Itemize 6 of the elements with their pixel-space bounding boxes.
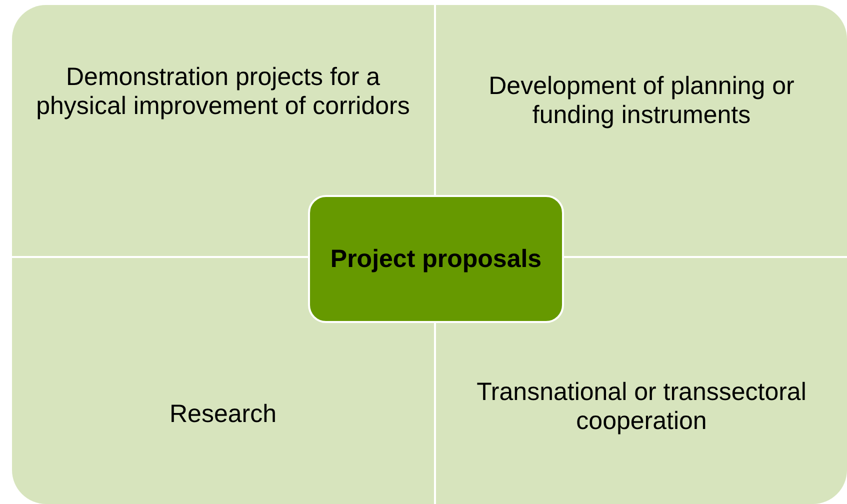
quadrant-label: Development of planning or funding instruments bbox=[488, 72, 796, 130]
quadrant-label: Research bbox=[168, 400, 278, 429]
center-box bbox=[308, 195, 564, 323]
center-label: Project proposals bbox=[329, 244, 543, 274]
quadrant-label: Transnational or transsectoral cooperation bbox=[476, 378, 808, 436]
quadrant-label: Demonstration projects for a physical improvement of corridors bbox=[35, 63, 411, 121]
